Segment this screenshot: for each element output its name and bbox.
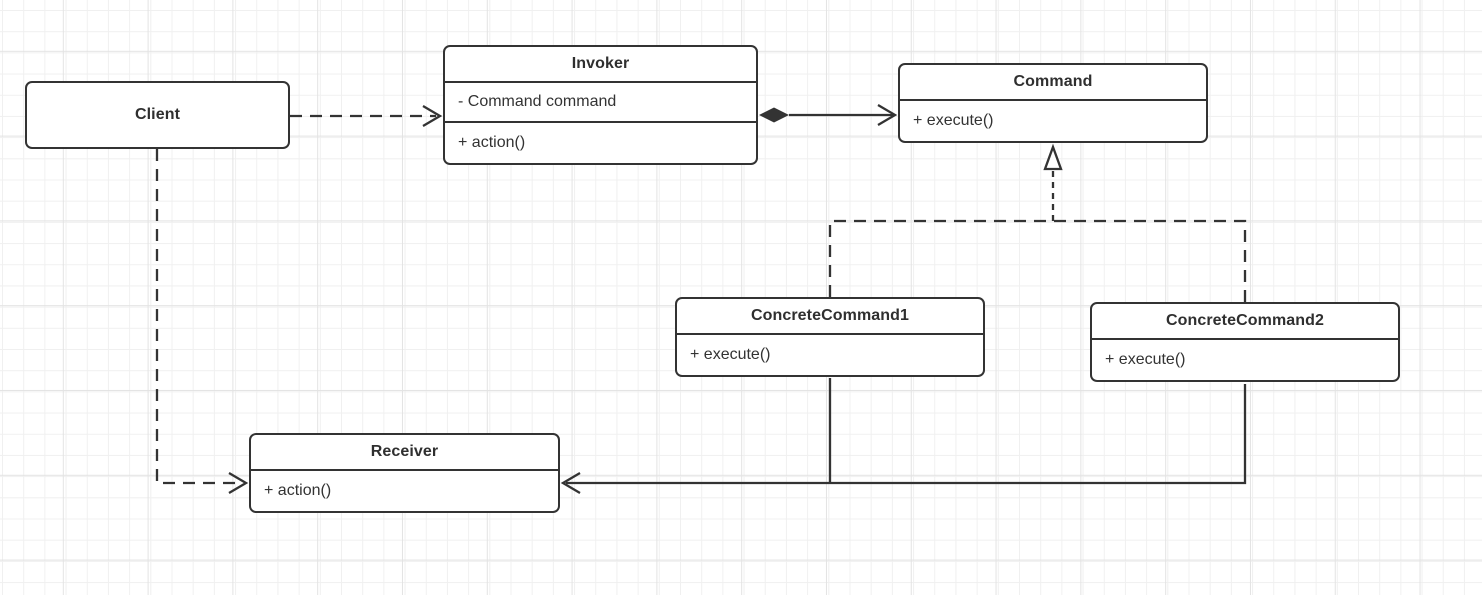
open-arrowhead-icon: [228, 472, 249, 494]
composition-diamond-icon: [759, 107, 789, 123]
class-concrete-command2-method: + execute(): [1105, 351, 1186, 368]
edge-concretecommand2-receiver[interactable]: [566, 384, 1247, 485]
class-command-name: Command: [900, 65, 1206, 101]
class-concrete-command1[interactable]: ConcreteCommand1 + execute(): [675, 297, 985, 377]
class-receiver[interactable]: Receiver + action(): [249, 433, 560, 513]
class-command[interactable]: Command + execute(): [898, 63, 1208, 143]
class-client[interactable]: Client: [25, 81, 290, 149]
realization-triangle-icon: [1043, 143, 1063, 171]
class-concrete-command2-name: ConcreteCommand2: [1092, 304, 1398, 340]
edge-concretecommands-command[interactable]: [828, 219, 1247, 302]
class-invoker-name: Invoker: [445, 47, 756, 83]
open-arrowhead-icon: [422, 105, 443, 127]
class-receiver-name: Receiver: [251, 435, 558, 471]
class-invoker[interactable]: Invoker - Command command + action(): [443, 45, 758, 165]
class-concrete-command2[interactable]: ConcreteCommand2 + execute(): [1090, 302, 1400, 382]
open-arrowhead-icon: [560, 472, 581, 494]
class-receiver-method: + action(): [264, 482, 332, 499]
class-invoker-attribute: - Command command: [445, 83, 756, 123]
class-invoker-method: + action(): [458, 134, 526, 151]
edge-client-receiver[interactable]: [155, 149, 242, 485]
class-concrete-command1-method: + execute(): [690, 346, 771, 363]
open-arrowhead-icon: [877, 104, 898, 126]
class-client-name: Client: [134, 106, 181, 123]
class-command-method: + execute(): [913, 112, 994, 129]
class-concrete-command1-name: ConcreteCommand1: [677, 299, 983, 335]
